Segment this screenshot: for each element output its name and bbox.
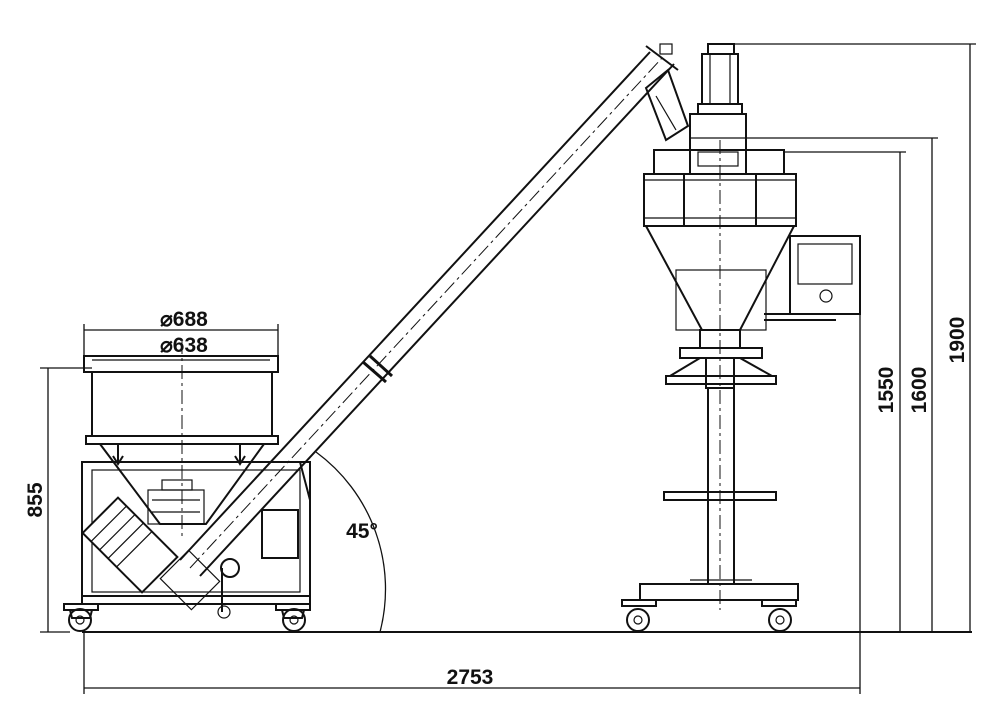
- hopper-inner-diameter-label: ⌀638: [160, 334, 208, 357]
- height-2-label: 1600: [908, 367, 931, 414]
- caster-rear-right: [761, 599, 797, 632]
- screw-conveyor: [179, 43, 690, 577]
- caster-rear-left: [275, 603, 311, 632]
- feeder-base-frame: [81, 461, 311, 619]
- height-1-label: 1550: [875, 367, 898, 414]
- caster-front-right: [621, 599, 657, 632]
- hopper-feeder: [83, 340, 279, 540]
- hopper-outer-diameter-label: ⌀688: [160, 308, 208, 331]
- angle-arc: [315, 451, 387, 633]
- incline-angle-label: 45°: [346, 520, 378, 543]
- height-3-label: 1900: [946, 317, 969, 364]
- overall-length-label: 2753: [447, 666, 494, 689]
- auger-filler: [639, 43, 861, 610]
- caster-front-left: [63, 603, 99, 632]
- feeder-height-label: 855: [24, 482, 47, 517]
